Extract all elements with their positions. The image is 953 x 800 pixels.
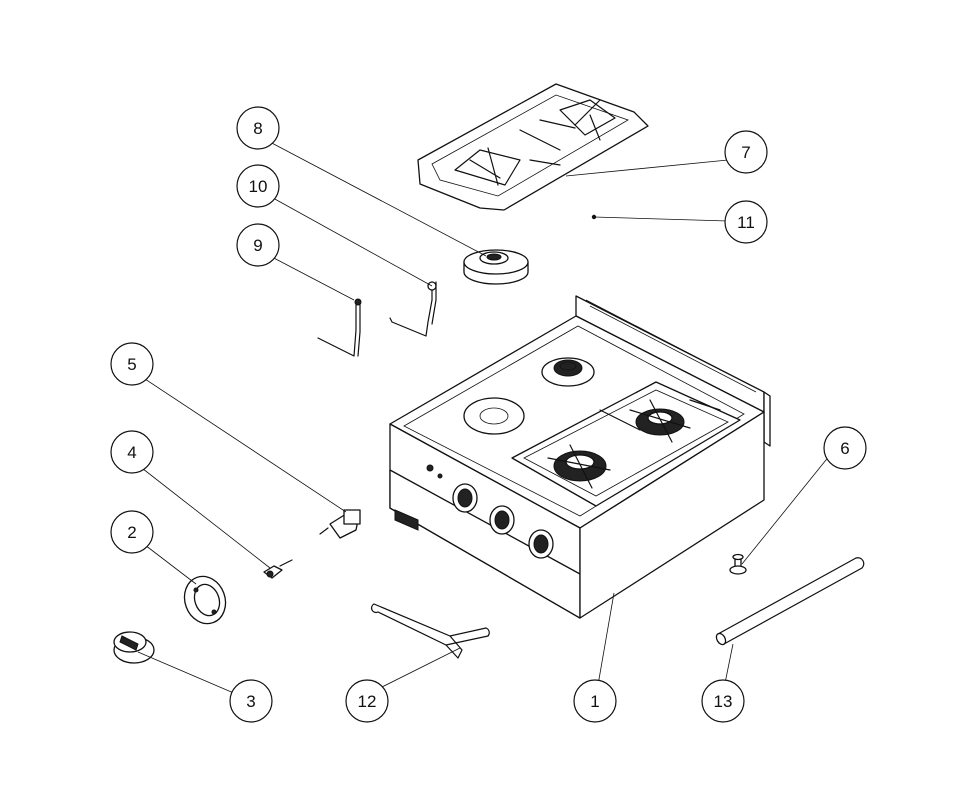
callout-13-label: 13 — [714, 692, 733, 711]
part-10-thermocouple — [389, 281, 437, 337]
front-knob-row — [452, 483, 554, 559]
part-6-foot — [729, 553, 747, 575]
leader-2 — [144, 544, 197, 585]
callout-10: 10 — [236, 164, 280, 208]
callout-5: 5 — [110, 342, 154, 386]
callout-10-label: 10 — [249, 177, 268, 196]
callout-1-label: 1 — [590, 692, 599, 711]
callout-12-label: 12 — [358, 692, 377, 711]
callout-8: 8 — [236, 106, 280, 150]
callout-8-label: 8 — [253, 119, 262, 138]
part-4-injector — [263, 559, 293, 579]
leader-11 — [593, 216, 729, 222]
part-9-electrode — [317, 298, 362, 357]
callout-4: 4 — [110, 430, 154, 474]
part-8-burner-cap — [463, 249, 529, 285]
leader-12 — [375, 647, 461, 691]
callout-3-label: 3 — [246, 692, 255, 711]
leader-1 — [597, 592, 615, 686]
callout-11: 11 — [724, 200, 768, 244]
callout-6: 6 — [823, 426, 867, 470]
leader-3 — [137, 651, 237, 695]
part-5-gas-valve — [319, 509, 361, 539]
part-2-bezel — [183, 575, 227, 625]
callout-9-label: 9 — [253, 236, 262, 255]
callout-1: 1 — [573, 679, 617, 723]
callout-9: 9 — [236, 223, 280, 267]
callout-12: 12 — [345, 679, 389, 723]
callout-11-label: 11 — [737, 213, 755, 232]
leader-6 — [741, 454, 831, 565]
leader-7 — [565, 159, 729, 177]
callout-3: 3 — [229, 679, 273, 723]
part-13-bar — [715, 557, 865, 646]
callout-13: 13 — [701, 679, 745, 723]
leader-10 — [272, 197, 433, 287]
part-7-pan-support — [417, 83, 649, 211]
leader-8 — [267, 140, 487, 257]
callout-5-label: 5 — [127, 355, 136, 374]
callout-4-label: 4 — [127, 443, 136, 462]
callout-7-label: 7 — [741, 143, 750, 162]
callout-2-label: 2 — [127, 523, 136, 542]
part-1-cooktop-body — [389, 295, 771, 619]
leader-5 — [141, 376, 347, 513]
callout-6-label: 6 — [840, 439, 849, 458]
part-12-bent-tube — [370, 603, 490, 659]
leader-4 — [137, 464, 271, 569]
part-3-knob — [113, 631, 155, 664]
callout-2: 2 — [110, 510, 154, 554]
leader-9 — [269, 255, 355, 301]
callout-7: 7 — [724, 130, 768, 174]
